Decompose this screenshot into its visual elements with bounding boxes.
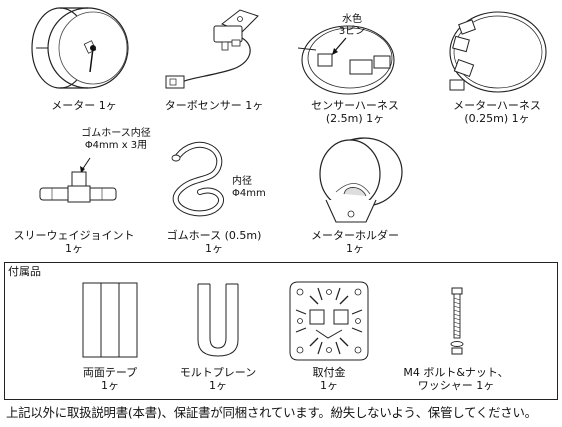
item-meter-label: メーター 1ヶ (51, 99, 117, 112)
meter-holder-illustration (319, 137, 403, 223)
mounting-bracket-illustration (289, 281, 369, 361)
acc-bolt-label: M4 ボルト&ナット、 ワッシャー 1ヶ (403, 366, 509, 392)
double-sided-tape-illustration (82, 282, 138, 358)
footnote: 上記以外に取扱説明書(本書)、保証書が同梱されています。紛失しないよう、保管して… (6, 405, 537, 420)
item-meter-harness-label: メーターハーネス (0.25m) 1ヶ (453, 99, 541, 125)
item-three-way-joint-label: スリーウェイジョイント 1ヶ (13, 229, 135, 255)
accessories-title: 付属品 (8, 265, 41, 278)
sensor-harness-illustration (297, 25, 395, 95)
item-meter-holder-label: メーターホルダー 1ヶ (311, 229, 399, 255)
acc-moltoprene-label: モルトプレーン 1ヶ (179, 366, 257, 392)
meter-harness-illustration (449, 11, 547, 93)
rubber-hose-illustration (171, 141, 224, 217)
acc-tape-label: 両面テープ 1ヶ (82, 366, 138, 392)
item-sensor-harness-label: センサーハーネス (2.5m) 1ヶ (311, 99, 399, 125)
acc-bracket-label: 取付金 1ヶ (312, 366, 346, 392)
meter-illustration (31, 7, 129, 89)
moltoprene-illustration (197, 283, 239, 357)
item-rubber-hose-label: ゴムホース (0.5m) 1ヶ (166, 229, 262, 255)
joint-note: ゴムホース内径 Φ4mm x 3用 (81, 128, 151, 151)
three-way-joint-illustration (39, 157, 117, 203)
harness-color-note: 水色 3ピン (338, 14, 366, 37)
accessories-panel (4, 262, 558, 400)
turbo-sensor-illustration (165, 9, 259, 89)
bolt-nut-washer-illustration (450, 287, 464, 355)
hose-note: 内径 Φ4mm (232, 176, 266, 199)
item-turbo-sensor-label: ターボセンサー 1ヶ (164, 99, 264, 112)
